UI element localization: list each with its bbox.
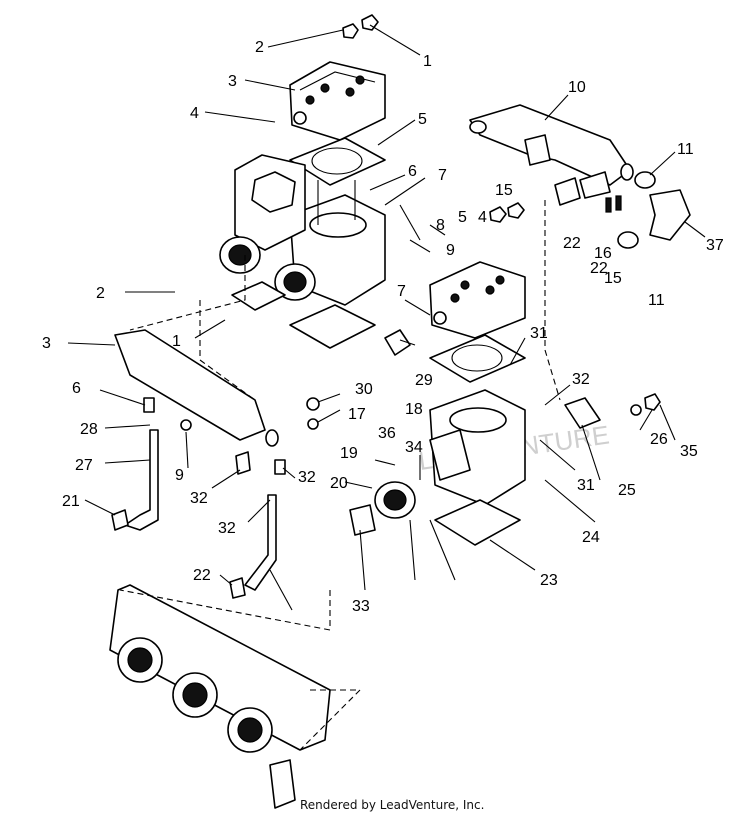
callout-32-d: 22 <box>193 567 211 584</box>
reference-lines <box>119 200 561 751</box>
render-credit: Rendered by LeadVenture, Inc. <box>300 798 485 812</box>
exhaust-pipe <box>469 104 634 186</box>
callout-18: 26 <box>650 431 668 448</box>
water-manifold <box>114 329 279 447</box>
callout-16: 37 <box>706 237 724 254</box>
callout-26: 19 <box>340 445 358 462</box>
callout-27: 34 <box>405 439 423 456</box>
callout-5-front: 31 <box>530 325 548 342</box>
callout-11-top: 11 <box>677 141 694 158</box>
front-cylinder-head <box>429 261 526 339</box>
callout-35: 9 <box>175 467 184 484</box>
front-nut-cap <box>489 202 525 223</box>
fittings <box>111 397 320 599</box>
callout-12: 15 <box>604 270 622 287</box>
callout-22-b: 1 <box>172 333 181 350</box>
callout-17: 35 <box>680 443 698 460</box>
callout-9: 9 <box>446 242 455 259</box>
callout-32-c: 32 <box>218 520 236 537</box>
callout-21: 23 <box>540 572 558 589</box>
front-rear-cylinder-block <box>234 154 306 251</box>
callout-28: 36 <box>378 425 396 442</box>
rear-exhaust-port <box>219 236 316 301</box>
flange-gasket-15 <box>384 329 411 356</box>
small-bolts-13-14 <box>605 195 622 213</box>
exhaust-elbow-hose <box>649 189 691 241</box>
callout-7-front: 32 <box>572 371 590 388</box>
callout-4-front: 7 <box>397 283 406 300</box>
callout-2-front: 4 <box>478 209 487 226</box>
callout-9-front: 31 <box>577 477 595 494</box>
callout-29: 30 <box>355 381 373 398</box>
callout-labels: 2 1 3 4 5 10 6 7 8 9 11 37 22 22 16 15 1… <box>42 39 724 615</box>
intake-boot <box>349 481 416 536</box>
callout-31: 6 <box>72 380 81 397</box>
callout-32: 28 <box>80 421 98 438</box>
callout-14: 22 <box>590 260 608 277</box>
throttle-body-rail <box>109 584 331 809</box>
callout-37: 3 <box>42 335 51 352</box>
callout-3: 3 <box>228 73 237 90</box>
hose-33 <box>244 494 277 591</box>
callout-31-b: 32 <box>298 469 316 486</box>
callout-7: 7 <box>438 167 447 184</box>
callout-36: 27 <box>75 457 93 474</box>
callout-5: 5 <box>418 111 427 128</box>
callout-3-front: 5 <box>458 209 467 226</box>
callout-11-bottom: 11 <box>648 292 665 309</box>
callout-20: 24 <box>582 529 600 546</box>
callout-10: 10 <box>568 79 586 96</box>
callout-30: 17 <box>348 406 366 423</box>
hose-36 <box>124 429 159 531</box>
rear-cylinder-head <box>289 61 386 141</box>
exhaust-flange-gasket-19 <box>564 393 661 429</box>
callout-6-front: 18 <box>405 401 423 418</box>
callout-32-b: 21 <box>62 493 80 510</box>
callout-8: 8 <box>436 217 445 234</box>
leader-lines <box>67 24 706 611</box>
callout-25: 20 <box>330 475 348 492</box>
rear-nut-cap <box>342 14 379 39</box>
callout-34: 32 <box>190 490 208 507</box>
callout-4: 4 <box>190 105 199 122</box>
callout-2: 2 <box>255 39 264 56</box>
callout-6: 6 <box>408 163 417 180</box>
pipe-flange-clamps <box>554 171 656 249</box>
front-head-gasket <box>429 334 526 383</box>
rear-head-gasket <box>289 137 386 186</box>
callout-24: 33 <box>352 598 370 615</box>
rear-base-gasket <box>231 281 376 349</box>
callout-22-a: 2 <box>96 285 105 302</box>
callout-1-front: 15 <box>495 182 513 199</box>
callout-15-front: 29 <box>415 372 433 389</box>
callout-1: 1 <box>423 53 432 70</box>
callout-15: 22 <box>563 235 581 252</box>
front-base-gasket <box>434 499 521 546</box>
front-cylinder <box>429 389 526 506</box>
callout-19: 25 <box>618 482 636 499</box>
callout-13: 16 <box>594 245 612 262</box>
